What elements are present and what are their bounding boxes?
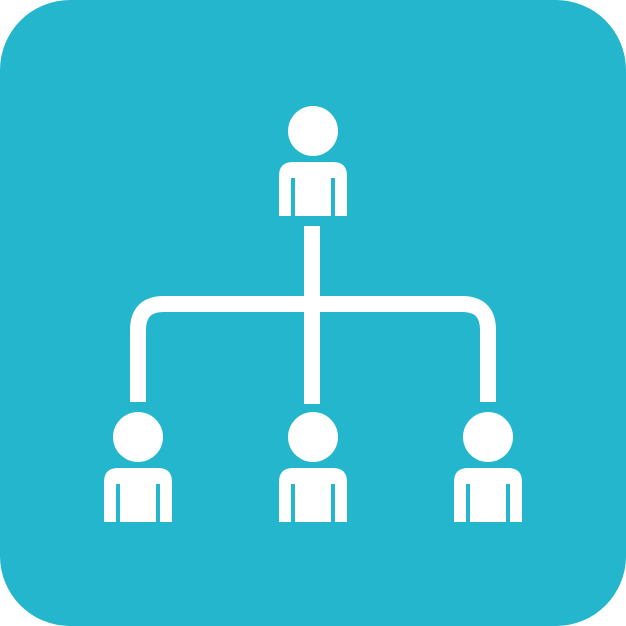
person-arm-gap-right xyxy=(331,484,335,522)
person-icon-bottom-right xyxy=(454,412,522,522)
person-body xyxy=(454,468,522,522)
person-head xyxy=(288,412,338,462)
person-icon-bottom-left xyxy=(104,412,172,522)
person-head xyxy=(113,412,163,462)
people-group xyxy=(104,106,522,522)
person-head xyxy=(288,106,338,156)
person-body xyxy=(279,162,347,216)
person-body xyxy=(279,468,347,522)
person-icon-bottom-center xyxy=(279,412,347,522)
person-body xyxy=(104,468,172,522)
person-arm-gap-left xyxy=(291,178,295,216)
connector-trunk xyxy=(304,226,320,404)
person-head xyxy=(463,412,513,462)
person-arm-gap-right xyxy=(331,178,335,216)
connector-bracket xyxy=(130,296,496,402)
person-arm-gap-right xyxy=(156,484,160,522)
person-arm-gap-left xyxy=(466,484,470,522)
person-arm-gap-right xyxy=(506,484,510,522)
person-icon-top xyxy=(279,106,347,216)
person-arm-gap-left xyxy=(116,484,120,522)
connector-lines xyxy=(130,226,496,404)
person-arm-gap-left xyxy=(291,484,295,522)
